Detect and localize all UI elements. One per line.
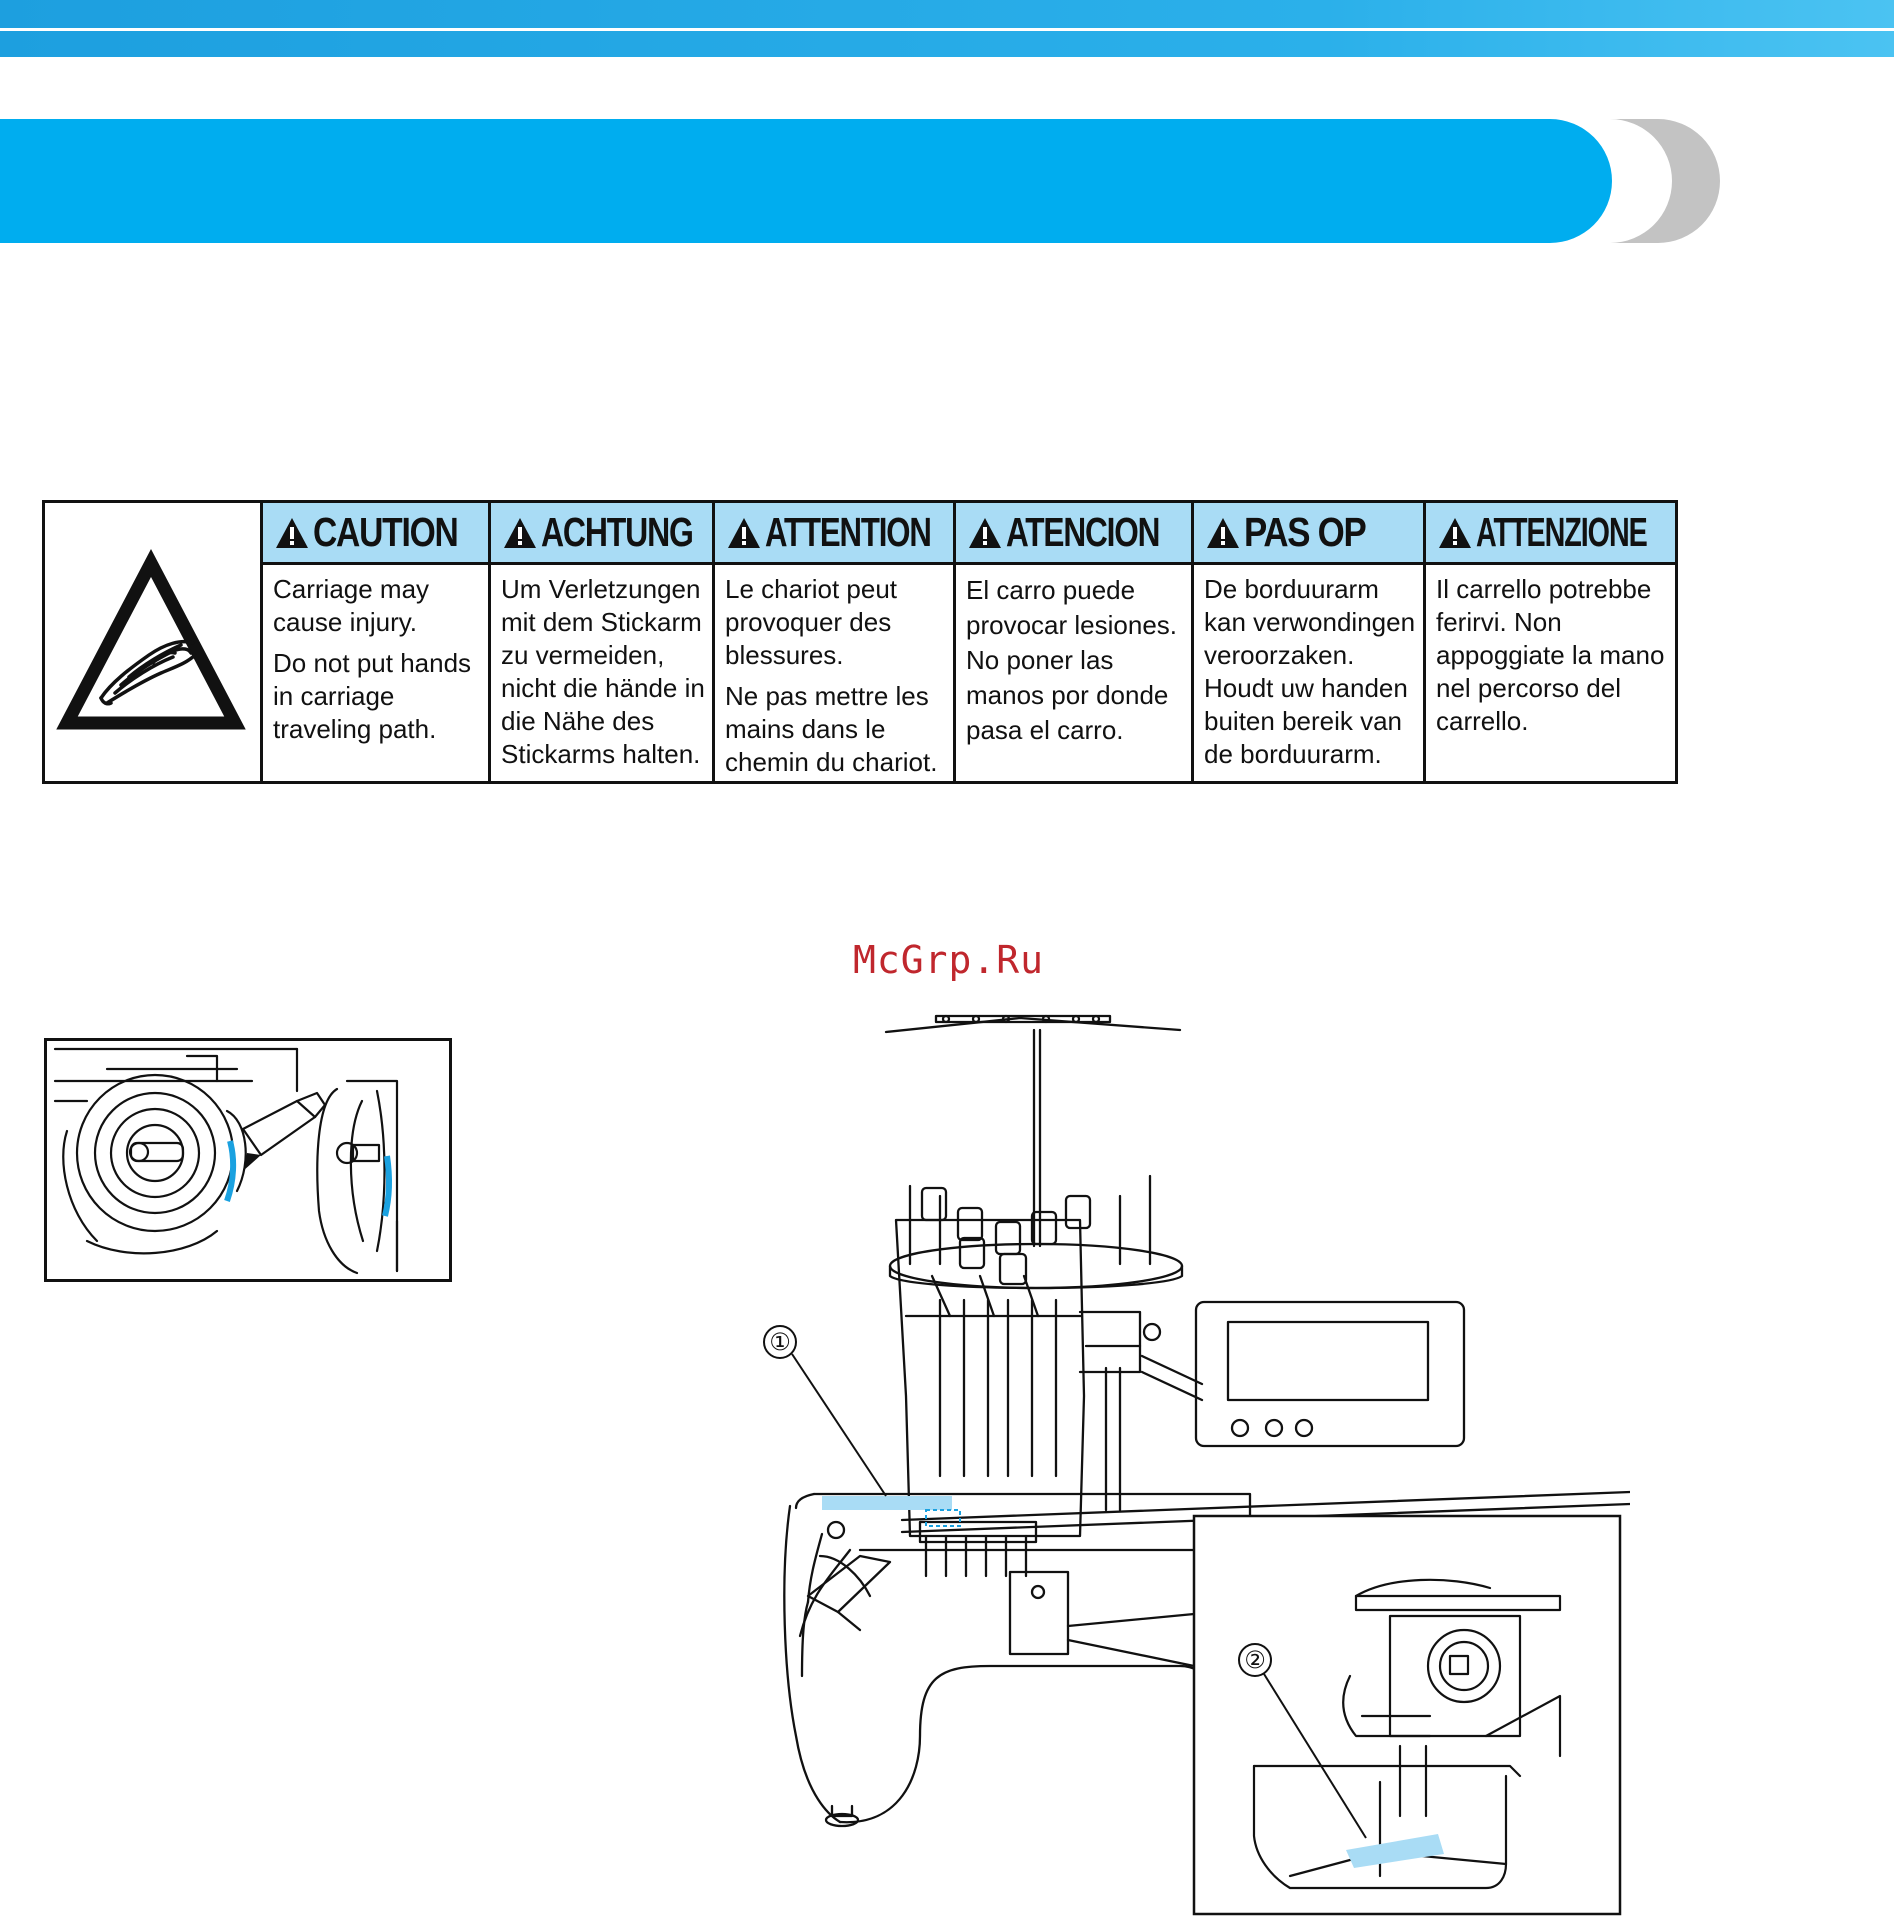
hook-oiling-illustration xyxy=(44,1038,452,1282)
title-bar-end-cap xyxy=(1610,119,1720,243)
warning-triangle-icon xyxy=(728,517,760,548)
caution-heading-text: CAUTION xyxy=(313,509,459,555)
caution-paragraph: De borduurarm kan verwondingen veroorzak… xyxy=(1204,574,1416,769)
caution-text: Le chariot peut provoquer des blessures.… xyxy=(715,565,953,779)
caution-column-fr: ATTENTION Le chariot peut provoquer des … xyxy=(712,503,953,781)
hand-pinch-warning-icon xyxy=(56,549,246,730)
caution-paragraph: Le chariot peut provoquer des blessures. xyxy=(725,574,898,670)
title-bar xyxy=(0,119,1612,243)
warning-triangle-icon xyxy=(969,517,1001,548)
oil-hook-illustration xyxy=(53,1047,399,1275)
spool-group xyxy=(920,1186,1092,1286)
caution-heading-text: ATENCION xyxy=(1006,509,1160,555)
caution-column-en: CAUTION Carriage may cause injury. Do no… xyxy=(260,503,488,781)
caution-paragraph: Carriage may cause injury. xyxy=(273,574,430,637)
caution-heading: CAUTION xyxy=(263,503,488,565)
caution-heading: ACHTUNG xyxy=(491,503,712,565)
caution-heading: ATENCION xyxy=(956,503,1191,565)
caution-heading: ATTENZIONE xyxy=(1426,503,1675,565)
caution-text: Um Verletzungen mit dem Stickarm zu verm… xyxy=(491,565,712,771)
warning-triangle-icon xyxy=(1439,517,1471,548)
callout-1: ① xyxy=(763,1325,887,1497)
warning-triangle-icon xyxy=(276,517,308,548)
caution-paragraph: Ne pas mettre les mains dans le chemin d… xyxy=(725,681,938,777)
thread-guide-bar xyxy=(884,1016,1182,1034)
callout-1-label: ① xyxy=(769,1328,791,1356)
caution-table: CAUTION Carriage may cause injury. Do no… xyxy=(42,500,1678,784)
caution-paragraph: Do not put hands in carriage traveling p… xyxy=(273,648,472,744)
watermark: McGrp.Ru xyxy=(853,938,1045,982)
embroidery-machine-illustration: ① ② xyxy=(763,1014,1630,1916)
caution-heading-text: ATTENTION xyxy=(765,509,932,555)
caution-text: Carriage may cause injury. Do not put ha… xyxy=(263,565,488,746)
caution-column-it: ATTENZIONE Il carrello potrebbe ferirvi.… xyxy=(1423,503,1675,781)
caution-paragraph: Um Verletzungen mit dem Stickarm zu verm… xyxy=(501,574,705,769)
caution-heading-text: PAS OP xyxy=(1244,509,1367,555)
warning-triangle-icon xyxy=(1207,517,1239,548)
caution-column-es: ATENCION El carro puede provocar lesione… xyxy=(953,503,1191,781)
callout-2-label: ② xyxy=(1244,1646,1266,1674)
caution-paragraph: El carro puede provocar lesiones. No pon… xyxy=(966,575,1177,745)
caution-icon-cell xyxy=(45,503,260,781)
caution-column-de: ACHTUNG Um Verletzungen mit dem Stickarm… xyxy=(488,503,712,781)
caution-text: De borduurarm kan verwondingen veroorzak… xyxy=(1194,565,1423,771)
caution-heading: PAS OP xyxy=(1194,503,1423,565)
warning-triangle-icon xyxy=(504,517,536,548)
caution-text: Il carrello potrebbe ferirvi. Non appogg… xyxy=(1426,565,1675,738)
caution-heading: ATTENTION xyxy=(715,503,953,565)
lcd-panel xyxy=(1194,1300,1466,1448)
caution-text: El carro puede provocar lesiones. No pon… xyxy=(956,565,1191,748)
top-stripe xyxy=(0,0,1894,28)
caution-paragraph: Il carrello potrebbe ferirvi. Non appogg… xyxy=(1436,574,1665,736)
inset-shuttle-detail: ② xyxy=(1192,1514,1622,1916)
caution-column-nl: PAS OP De borduurarm kan verwondingen ve… xyxy=(1191,503,1423,781)
caution-heading-text: ATTENZIONE xyxy=(1476,509,1648,555)
top-stripe-lower xyxy=(0,31,1894,57)
caution-heading-text: ACHTUNG xyxy=(541,509,694,555)
